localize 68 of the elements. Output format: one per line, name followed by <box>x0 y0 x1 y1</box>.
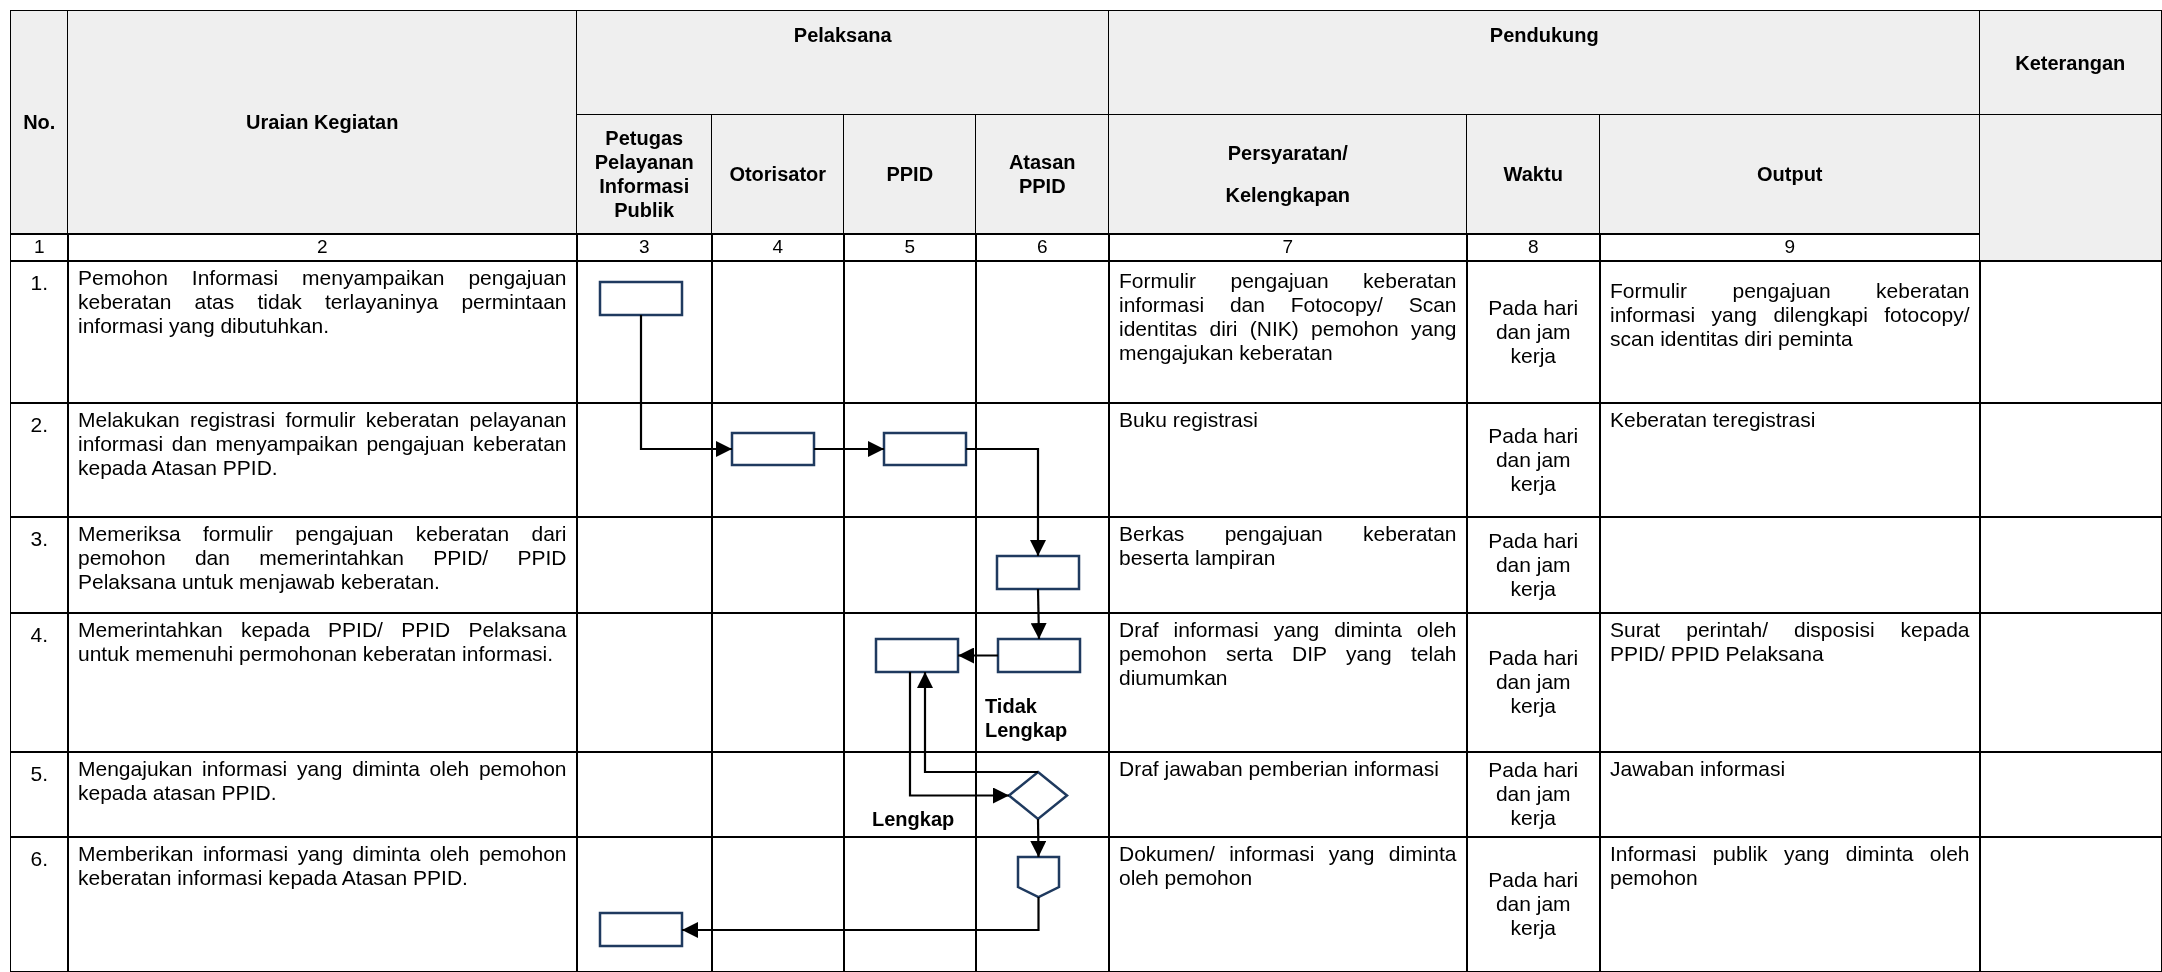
process-box <box>598 911 684 948</box>
time-text: Pada hari dan jam kerja <box>1466 516 1601 614</box>
column-header: Uraian Kegiatan <box>67 10 578 235</box>
process-box <box>996 637 1082 674</box>
column-header: Atasan PPID <box>975 114 1110 235</box>
activity-description: Memeriksa formulir pengajuan keberatan dari pemohon dan memerintahkan PPID/ PPID Pelaksana untuk menjawab keberatan. <box>67 516 578 614</box>
column-number: 7 <box>1108 233 1468 262</box>
requirement-text: Draf informasi yang diminta oleh pemohon serta DIP yang telah diumumkan <box>1108 612 1468 753</box>
row-number: 2. <box>10 402 69 518</box>
column-header: No. <box>10 10 69 235</box>
time-text: Pada hari dan jam kerja <box>1466 612 1601 753</box>
activity-description: Melakukan registrasi formulir keberatan pelayanan informasi dan menyampaikan pengajuan keberatan kepada Atasan PPID. <box>67 402 578 518</box>
output-text: Informasi publik yang diminta oleh pemohon <box>1599 836 1981 972</box>
process-box <box>874 637 960 674</box>
arrow <box>814 441 884 457</box>
requirement-text: Berkas pengajuan keberatan beserta lampiran <box>1108 516 1468 614</box>
column-number: 9 <box>1599 233 1981 262</box>
time-text: Pada hari dan jam kerja <box>1466 402 1601 518</box>
process-box <box>598 280 684 317</box>
arrow <box>966 447 1046 556</box>
row-number: 5. <box>10 751 69 838</box>
row-number: 4. <box>10 612 69 753</box>
output-text: Formulir pengajuan keberatan informasi yang dilengkapi fotocopy/ scan identitas diri peminta <box>1599 260 1981 404</box>
column-number: 2 <box>67 233 578 262</box>
column-number: 8 <box>1466 233 1601 262</box>
activity-description: Mengajukan informasi yang diminta oleh pemohon kepada atasan PPID. <box>67 751 578 838</box>
column-header: Keterangan <box>1979 10 2162 116</box>
activity-description: Pemohon Informasi menyampaikan pengajuan keberatan atas tidak terlayaninya permintaan informasi yang dibutuhkan. <box>67 260 578 404</box>
time-text: Pada hari dan jam kerja <box>1466 260 1601 404</box>
output-text: Keberatan teregistrasi <box>1599 402 1981 518</box>
time-text: Pada hari dan jam kerja <box>1466 751 1601 838</box>
requirement-text: Buku registrasi <box>1108 402 1468 518</box>
output-text: Jawaban informasi <box>1599 751 1981 838</box>
requirement-text: Formulir pengajuan keberatan informasi dan Fotocopy/ Scan identitas diri (NIK) pemohon yang mengajukan keberatan <box>1108 260 1468 404</box>
column-header: Persyaratan/ Kelengkapan <box>1108 114 1468 235</box>
column-header: Output <box>1599 114 1981 235</box>
row-number: 1. <box>10 260 69 404</box>
column-header: Pelaksana <box>576 10 1110 116</box>
column-header: Petugas Pelayanan Informasi Publik <box>576 114 713 235</box>
requirement-text: Draf jawaban pemberian informasi <box>1108 751 1468 838</box>
arrow <box>1030 819 1047 857</box>
off-page-connector <box>1016 855 1061 899</box>
column-header: Waktu <box>1466 114 1601 235</box>
column-header: Otorisator <box>711 114 845 235</box>
row-number: 6. <box>10 836 69 972</box>
arrow <box>908 672 1009 804</box>
arrow <box>639 315 732 457</box>
arrow <box>682 897 1040 938</box>
process-box <box>882 431 968 467</box>
arrow <box>917 672 1038 774</box>
row-number: 3. <box>10 516 69 614</box>
decision-diamond <box>1007 770 1069 821</box>
arrow <box>958 647 998 664</box>
process-box <box>730 431 816 467</box>
column-number: 5 <box>843 233 977 262</box>
arrow <box>1030 588 1047 640</box>
process-box <box>995 554 1081 591</box>
column-number: 1 <box>10 233 69 262</box>
output-text: Surat perintah/ disposisi kepada PPID/ PPID Pelaksana <box>1599 612 1981 753</box>
column-number: 6 <box>975 233 1110 262</box>
column-header: PPID <box>843 114 977 235</box>
column-header: Pendukung <box>1108 10 1981 116</box>
column-number: 4 <box>711 233 845 262</box>
activity-description: Memberikan informasi yang diminta oleh pemohon keberatan informasi kepada Atasan PPID. <box>67 836 578 972</box>
requirement-text: Dokumen/ informasi yang diminta oleh pemohon <box>1108 836 1468 972</box>
column-number: 3 <box>576 233 713 262</box>
time-text: Pada hari dan jam kerja <box>1466 836 1601 972</box>
activity-description: Memerintahkan kepada PPID/ PPID Pelaksana untuk memenuhi permohonan keberatan informasi. <box>67 612 578 753</box>
